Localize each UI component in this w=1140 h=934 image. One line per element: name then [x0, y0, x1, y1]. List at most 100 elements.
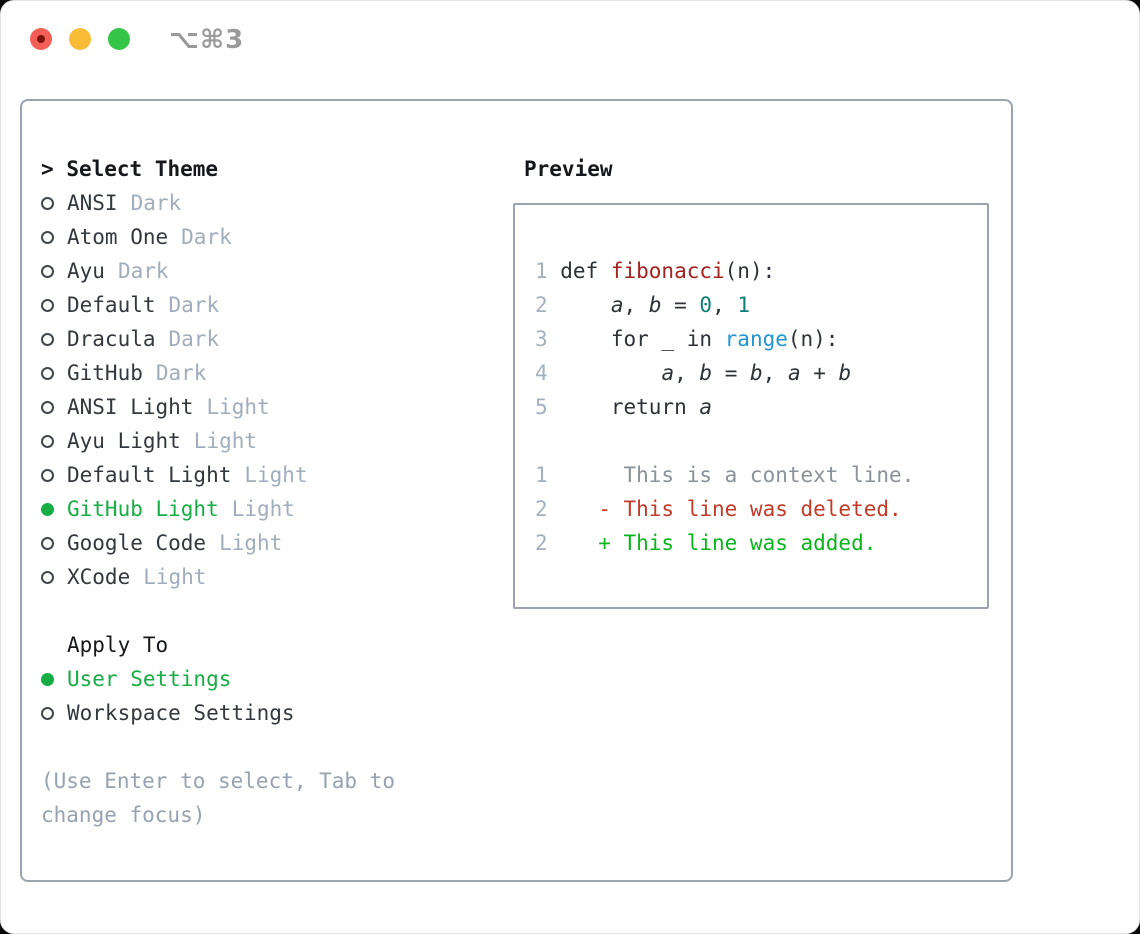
code-token: - This line was deleted.	[560, 497, 902, 521]
radio-circle-icon	[41, 672, 54, 686]
radio-circle-icon	[41, 298, 54, 312]
code-token: a	[699, 395, 713, 419]
code-token	[560, 361, 661, 385]
minimize-button[interactable]	[69, 28, 91, 50]
code-token: def	[560, 259, 611, 283]
radio-circle-icon	[41, 230, 54, 244]
theme-name: Google Code	[67, 531, 207, 555]
code-line: 2 a, b = 0, 1	[535, 288, 987, 322]
theme-name: Ayu	[67, 259, 105, 283]
radio-circle-icon	[41, 366, 54, 380]
spacer	[41, 594, 395, 628]
theme-variant-tag: Dark	[130, 191, 182, 215]
code-token: 1	[737, 293, 751, 317]
theme-list-item[interactable]: ANSI Dark	[41, 186, 395, 220]
apply-to-list: User Settings Workspace Settings	[41, 662, 395, 730]
code-line: 3 for _ in range(n):	[535, 322, 987, 356]
theme-name: Ayu Light	[67, 429, 181, 453]
spacer	[41, 730, 395, 764]
apply-to-option-label: Workspace Settings	[67, 701, 295, 725]
theme-list-item[interactable]: GitHub Light Light	[41, 492, 395, 526]
apply-to-option-label: User Settings	[67, 667, 232, 691]
window-title-shortcut: ⌥⌘3	[169, 25, 245, 55]
theme-name: Atom One	[67, 225, 169, 249]
theme-variant-tag: Light	[231, 497, 295, 521]
code-token: ,	[623, 293, 649, 317]
code-token: return	[560, 395, 700, 419]
radio-circle-icon	[41, 468, 54, 482]
code-line: 4 a, b = b, a + b	[535, 356, 987, 390]
theme-variant-tag: Dark	[168, 327, 220, 351]
code-token: b	[749, 361, 763, 385]
code-token: ,	[712, 293, 738, 317]
code-token: a	[610, 293, 624, 317]
traffic-lights	[30, 28, 130, 50]
theme-variant-tag: Light	[206, 395, 270, 419]
theme-list-item[interactable]: Dracula Dark	[41, 322, 395, 356]
code-token: (n):	[787, 327, 839, 351]
theme-name: Default Light	[67, 463, 232, 487]
close-button[interactable]	[30, 28, 52, 50]
radio-circle-icon	[41, 196, 54, 210]
code-token: +	[800, 361, 839, 385]
theme-variant-tag: Dark	[117, 259, 169, 283]
theme-list-item[interactable]: Google Code Light	[41, 526, 395, 560]
apply-to-option[interactable]: Workspace Settings	[41, 696, 395, 730]
code-line: 2 + This line was added.	[535, 526, 987, 560]
theme-name: Default	[67, 293, 156, 317]
hint-text-line1: (Use Enter to select, Tab to	[41, 769, 396, 793]
code-token: =	[661, 293, 700, 317]
code-token: =	[712, 361, 750, 385]
line-number: 5	[535, 395, 548, 419]
theme-name: ANSI Light	[67, 395, 194, 419]
radio-circle-icon	[41, 570, 54, 584]
maximize-button[interactable]	[108, 28, 130, 50]
code-token: a	[661, 361, 675, 385]
line-number: 4	[535, 361, 548, 385]
code-line	[535, 424, 987, 458]
theme-variant-tag: Dark	[181, 225, 232, 249]
code-token: b	[699, 361, 713, 385]
line-number: 2	[535, 497, 548, 521]
line-number: 1	[535, 259, 548, 283]
code-line: 2 - This line was deleted.	[535, 492, 987, 526]
apply-to-header: Apply To	[67, 633, 169, 657]
radio-circle-icon	[41, 434, 54, 448]
code-token: range	[724, 327, 788, 351]
theme-list-item[interactable]: Default Dark	[41, 288, 395, 322]
theme-variant-tag: Light	[244, 463, 308, 487]
theme-variant-tag: Dark	[168, 293, 220, 317]
radio-circle-icon	[41, 536, 54, 550]
theme-variant-tag: Light	[219, 531, 283, 555]
line-number: 2	[535, 531, 548, 555]
hint-text-line2: change focus)	[41, 803, 206, 827]
theme-list-item[interactable]: Default Light Light	[41, 458, 395, 492]
preview-title: Preview	[524, 157, 613, 181]
code-token: (n):	[724, 259, 776, 283]
theme-list-item[interactable]: ANSI Light Light	[41, 390, 395, 424]
code-line: 1 This is a context line.	[535, 458, 987, 492]
apply-to-option[interactable]: User Settings	[41, 662, 395, 696]
radio-circle-icon	[41, 706, 54, 720]
titlebar: ⌥⌘3	[1, 1, 1139, 77]
code-token: + This line was added.	[560, 531, 877, 555]
line-number: 2	[535, 293, 548, 317]
code-token: b	[838, 361, 852, 385]
theme-list-item[interactable]: Atom One Dark	[41, 220, 395, 254]
theme-name: GitHub Light	[67, 497, 219, 521]
code-token	[560, 293, 611, 317]
theme-name: ANSI	[67, 191, 118, 215]
theme-list-item[interactable]: Ayu Dark	[41, 254, 395, 288]
line-number: 3	[535, 327, 548, 351]
theme-name: Dracula	[67, 327, 156, 351]
radio-circle-icon	[41, 264, 54, 278]
code-token: ,	[674, 361, 700, 385]
